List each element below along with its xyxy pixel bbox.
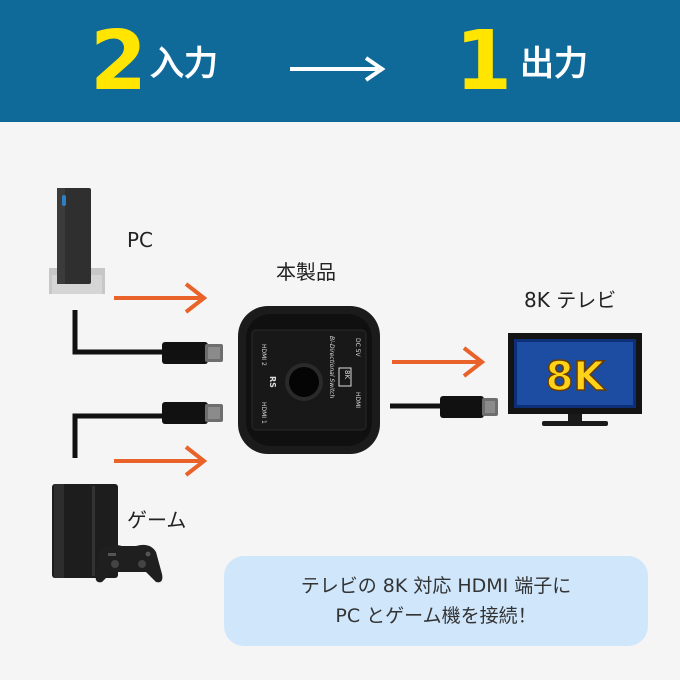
product-label: 本製品 (276, 260, 336, 284)
tv-cable (390, 396, 498, 418)
arrow-switch-to-tv (392, 346, 486, 378)
brand-logo: RS (268, 376, 277, 388)
output-label: 出力 (520, 44, 588, 84)
pc-tower-icon (49, 188, 105, 294)
port-hdmi-out-marking: HDMI (354, 392, 361, 408)
input-count: 2 (90, 14, 148, 109)
header-banner: 2 入力 1 出力 (0, 0, 680, 122)
output-count: 1 (455, 14, 513, 109)
port-hdmi2-marking: HDMI 2 (260, 344, 267, 366)
tv-icon: 8K (508, 333, 642, 426)
callout-bubble: テレビの 8K 対応 HDMI 端子に PC とゲーム機を接続！ (224, 556, 648, 646)
switch-title-marking: Bi-Directional Switch (328, 336, 335, 398)
right-arrow-icon (290, 56, 386, 82)
pc-cable (72, 310, 223, 364)
arrow-pc-to-switch (114, 282, 208, 314)
input-label: 入力 (150, 44, 218, 84)
port-hdmi1-marking: HDMI 1 (260, 402, 267, 424)
callout-line-2: PC とゲーム機を接続！ (335, 605, 537, 627)
game-controller-icon (95, 544, 163, 583)
arrow-game-to-switch (114, 445, 208, 477)
game-label: ゲーム (127, 508, 187, 532)
pc-label: PC (127, 228, 154, 252)
game-cable (72, 402, 223, 458)
8k-badge-marking: 8K (343, 370, 351, 379)
callout-line-1: テレビの 8K 対応 HDMI 端子に (300, 575, 572, 597)
tv-label: 8K テレビ (524, 288, 617, 312)
hdmi-switch-device: HDMI 2 HDMI 1 Bi-Directional Switch DC 5… (238, 306, 380, 454)
power-marking: DC 5V (354, 338, 361, 358)
tv-screen-8k: 8K (546, 354, 607, 400)
